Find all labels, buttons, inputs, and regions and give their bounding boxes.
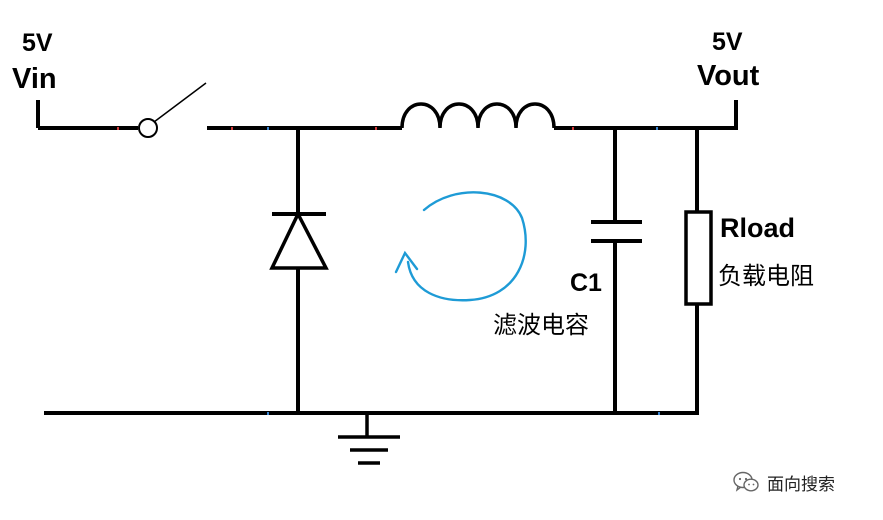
ground-symbol	[338, 413, 400, 465]
watermark-text: 面向搜索	[767, 474, 835, 495]
load-description: 负载电阻	[718, 262, 814, 290]
vin-label: Vin	[12, 63, 57, 95]
capacitor-c1	[591, 128, 642, 413]
vin-terminal	[36, 100, 138, 130]
vin-voltage-label: 5V	[22, 29, 53, 57]
vout-voltage-label: 5V	[712, 28, 743, 56]
load-resistor	[684, 128, 713, 413]
junction-ticks	[117, 127, 660, 415]
switch	[138, 82, 234, 138]
inductor	[400, 102, 556, 129]
diode	[269, 128, 329, 413]
vout-label: Vout	[697, 60, 760, 92]
capacitor-label: C1	[570, 269, 602, 297]
load-label: Rload	[720, 213, 796, 243]
watermark: 面向搜索	[733, 470, 835, 495]
wechat-icon	[733, 471, 759, 492]
current-loop-arrow	[394, 191, 527, 302]
capacitor-description: 滤波电容	[493, 311, 589, 339]
